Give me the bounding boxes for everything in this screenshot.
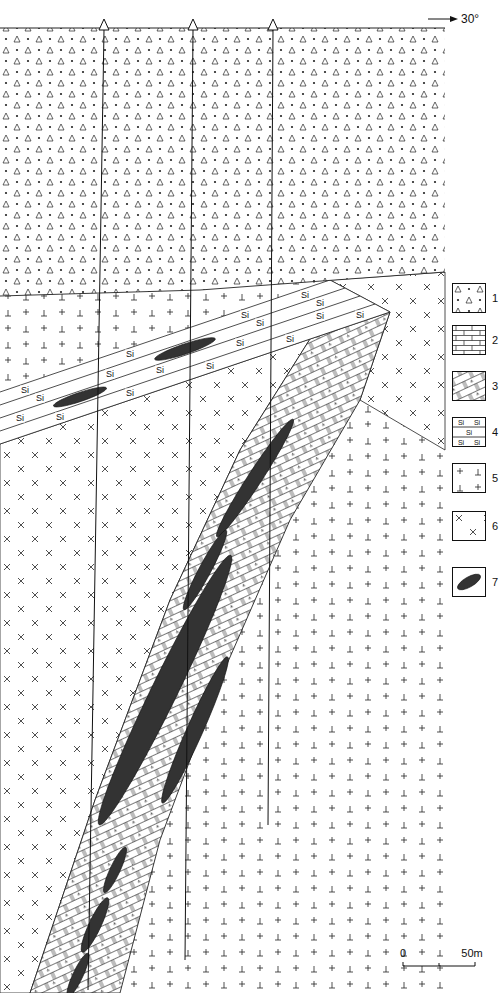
silicified-rock-label: Si xyxy=(315,311,325,320)
scale-bar xyxy=(403,962,475,966)
legend-number: 3 xyxy=(492,371,498,401)
legend-number: 1 xyxy=(492,283,498,313)
legend-entry: 7 xyxy=(452,567,502,597)
silicified-rock-label: Si xyxy=(35,393,45,402)
silicified-rock-label: Si xyxy=(300,290,310,299)
silicified-rock-label: Si xyxy=(155,366,165,375)
silicified-rock-label: Si xyxy=(205,362,215,371)
ground-surface xyxy=(0,28,445,29)
legend-number: 7 xyxy=(492,567,498,597)
ore-bodies xyxy=(52,334,299,993)
legend-entry: 3 xyxy=(452,371,502,401)
silicified-rock-label: Si xyxy=(235,339,245,348)
orientation-label: 30° xyxy=(461,13,479,25)
legend-swatch xyxy=(452,463,486,493)
silicified-rock-label: Si xyxy=(315,298,325,307)
orientation-arrow xyxy=(428,16,458,22)
breccia-cover xyxy=(0,28,445,296)
legend-entry: 1 xyxy=(452,283,502,313)
legend-number: 4 xyxy=(492,417,498,447)
silicified-rock-label: Si xyxy=(285,335,295,344)
drill-holes xyxy=(88,19,278,990)
legend-entry: 5 xyxy=(452,463,502,493)
legend-sample-label: Si xyxy=(473,419,481,426)
silicified-rock-label: Si xyxy=(15,413,25,422)
legend-swatch xyxy=(452,325,486,355)
silicified-rock-label: Si xyxy=(255,319,265,328)
legend-number: 2 xyxy=(492,325,498,355)
legend-number: 5 xyxy=(492,463,498,493)
silicified-rock-label: Si xyxy=(20,386,30,395)
silicified-band xyxy=(0,280,390,444)
silicified-rock-label: Si xyxy=(105,370,115,379)
legend-entry: 6 xyxy=(452,511,502,541)
silicified-rock-label: Si xyxy=(355,311,365,320)
silicified-rock-label: Si xyxy=(125,389,135,398)
legend-sample-label: Si xyxy=(457,439,465,446)
scale-label: 50m xyxy=(461,948,482,959)
legend-swatch xyxy=(452,283,486,313)
unconformity xyxy=(0,272,445,296)
legend-number: 6 xyxy=(492,511,498,541)
legend-sample-label: Si xyxy=(457,419,465,426)
legend-sample-label: Si xyxy=(473,439,481,446)
granite-unit xyxy=(0,28,445,993)
silicified-rock-label: Si xyxy=(125,350,135,359)
legend-swatch xyxy=(452,371,486,401)
legend-swatch xyxy=(452,567,486,597)
silicified-rock-label: Si xyxy=(55,413,65,422)
silicified-layers xyxy=(0,280,390,444)
legend-swatch xyxy=(452,511,486,541)
legend-entry: 2 xyxy=(452,325,502,355)
scale-label: 0 xyxy=(400,948,406,959)
silicified-rock-label: Si xyxy=(240,311,250,320)
legend-sample-label: Si xyxy=(465,429,473,436)
